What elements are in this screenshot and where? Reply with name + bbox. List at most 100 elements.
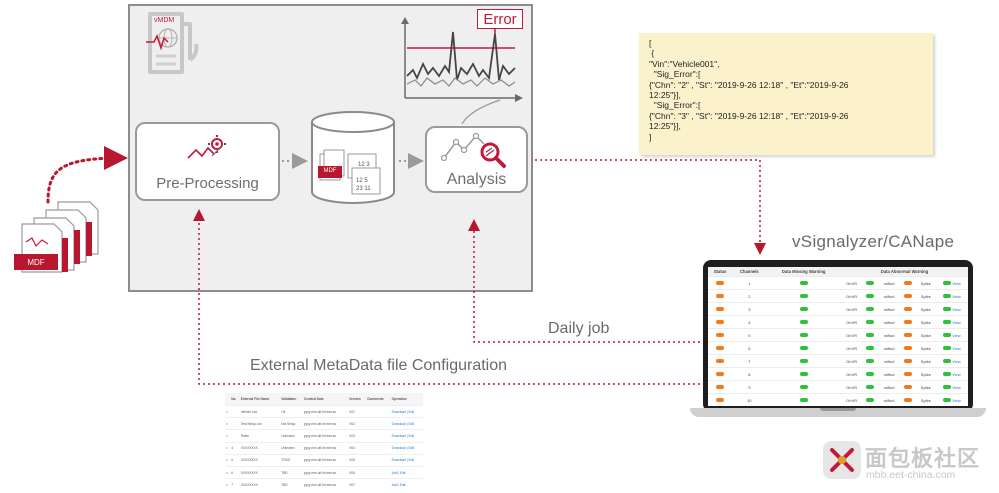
abnormal-indicator-1	[866, 293, 875, 298]
abnormal-indicator-1	[866, 280, 875, 285]
view-link[interactable]: View	[952, 280, 961, 286]
preprocessing-label: Pre-Processing	[156, 175, 259, 192]
warn-label-1: OnVR	[841, 393, 863, 406]
watermark-logo-icon	[823, 441, 861, 479]
warn-label-1: OnVR	[841, 302, 863, 316]
view-link[interactable]: View	[952, 293, 961, 299]
laptop-display: Status Channels Data Missing Warning Dat…	[708, 267, 968, 406]
abnormal-indicator-2	[903, 293, 912, 298]
abnormal-indicator-3	[942, 319, 951, 324]
row-checkbox[interactable]: □	[225, 453, 231, 467]
warn-label-1: OnVR	[841, 276, 863, 290]
row-checkbox[interactable]: □	[225, 417, 231, 430]
missing-dot	[766, 367, 841, 381]
meta-col-header: Created Date	[302, 393, 349, 406]
view-link[interactable]: View	[952, 384, 961, 390]
abnormal-indicator-3	[942, 345, 951, 350]
meta-no: 6	[230, 465, 240, 479]
row-checkbox[interactable]: □	[225, 404, 231, 418]
warn-label-3: Spike	[915, 367, 936, 381]
abnormal-indicator-1	[866, 358, 875, 363]
meta-comments	[366, 453, 391, 467]
meta-comments	[366, 478, 391, 490]
warn-label-3: Spike	[915, 328, 936, 342]
abnormal-indicator-2	[903, 280, 912, 285]
meta-operation[interactable]: Download | Edit	[390, 429, 423, 443]
view-link[interactable]: View	[952, 358, 961, 364]
status-indicator	[716, 332, 725, 337]
channel-cell: 4	[732, 315, 767, 329]
status-dot	[708, 328, 733, 342]
warn-label-2: rolflud	[878, 315, 900, 329]
meta-comments	[366, 429, 391, 443]
error-label: Error	[477, 9, 523, 29]
missing-dot	[766, 393, 841, 406]
warn-label-1: OnVR	[841, 354, 863, 368]
meta-file-name: Rules	[239, 429, 281, 443]
view-link[interactable]: View	[952, 345, 961, 351]
abnormal-indicator-2	[903, 358, 912, 363]
channel-cell: 2	[732, 289, 767, 303]
view-link[interactable]: View	[952, 371, 961, 377]
warn-label-3: Spike	[915, 341, 936, 355]
status-indicator	[716, 397, 725, 402]
missing-dot	[766, 289, 841, 303]
view-link[interactable]: View	[952, 397, 961, 403]
meta-version: V05	[348, 453, 367, 467]
channel-cell: 3	[732, 302, 767, 316]
missing-indicator	[799, 293, 808, 298]
row-checkbox[interactable]: □	[225, 429, 231, 443]
abnormal-indicator-1	[866, 306, 875, 311]
col-missing-warning: Data Missing Warning	[766, 267, 841, 277]
channel-cell: 10	[732, 393, 767, 406]
view-link[interactable]: View	[952, 319, 961, 325]
abnormal-indicator-3	[942, 397, 951, 402]
status-indicator	[716, 293, 725, 298]
meta-validation: TODO	[280, 453, 303, 467]
warn-label-2: rolflud	[878, 341, 900, 355]
warn-label-3: Spike	[915, 380, 936, 394]
svg-text:12 5: 12 5	[356, 178, 368, 184]
warn-label-2: rolflud	[878, 367, 900, 381]
view-link[interactable]: View	[952, 332, 961, 338]
abnormal-indicator-2	[903, 371, 912, 376]
meta-version: V04	[348, 441, 367, 455]
meta-operation[interactable]: Download | Edit	[390, 453, 423, 467]
row-checkbox[interactable]: □	[225, 478, 231, 490]
meta-version: V02	[348, 417, 367, 430]
meta-version: V06	[348, 465, 367, 479]
meta-operation[interactable]: Download | Edit	[390, 404, 423, 418]
missing-indicator	[799, 306, 808, 311]
meta-col-header: Operation	[390, 393, 423, 406]
meta-file-name: Vehicle List	[239, 404, 281, 418]
meta-created-date: yyyy-mm-dd hh:mm:ss	[302, 404, 349, 418]
status-indicator	[716, 371, 725, 376]
meta-no: 4	[230, 441, 240, 455]
meta-operation[interactable]: Download | Edit	[390, 417, 423, 430]
view-link[interactable]: View	[952, 306, 961, 312]
meta-operation[interactable]: Download | Edit	[390, 441, 423, 455]
daily-job-label: Daily job	[548, 320, 610, 337]
warn-label-2: rolflud	[878, 276, 900, 290]
row-checkbox[interactable]: □	[225, 441, 231, 455]
meta-col-header	[225, 393, 231, 406]
col-status: Status	[708, 267, 733, 277]
missing-indicator	[799, 345, 808, 350]
meta-col-header: Validation	[280, 393, 303, 406]
col-abnormal-warning: Data Abnormal Warning	[841, 267, 968, 277]
database-icon: 12 3 12 5 23 11	[311, 111, 395, 204]
status-dot	[708, 354, 733, 368]
meta-operation[interactable]: Add | Edit	[390, 478, 423, 490]
missing-indicator	[799, 397, 808, 402]
row-checkbox[interactable]: □	[225, 465, 231, 479]
meta-validation: Unknown	[280, 429, 303, 443]
abnormal-indicator-3	[942, 332, 951, 337]
missing-dot	[766, 315, 841, 329]
meta-operation[interactable]: Add | Edit	[390, 465, 423, 479]
warn-label-3: Spike	[915, 315, 936, 329]
